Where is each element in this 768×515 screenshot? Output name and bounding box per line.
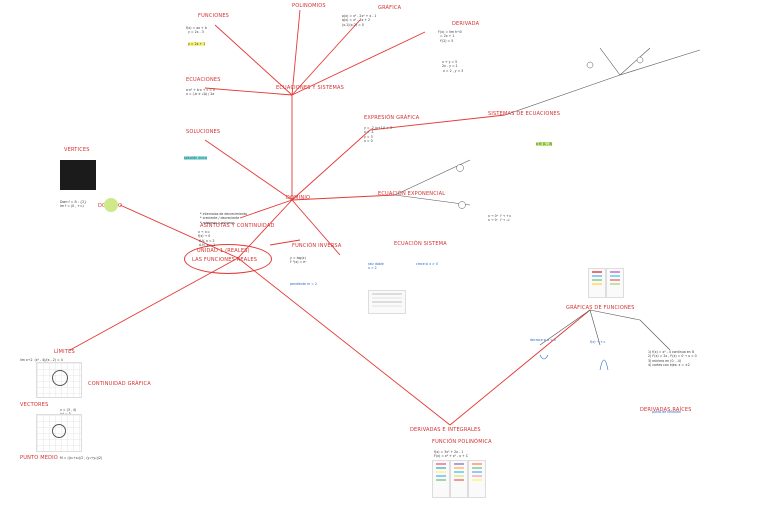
topic-graph: GRÁFICA (378, 5, 402, 11)
topic-vectors: VECTORES (20, 402, 49, 408)
blue-note-increasing: crece si x > 0 (416, 262, 438, 266)
note-limit: lim x→2 (x² - 4)/(x - 2) = 4 (20, 358, 63, 362)
note-midpoint: M = ((x₁+x₂)/2 , (y₁+y₂)/2) (60, 456, 103, 460)
note-functions: f(x) = ax + b y = 2x - 3 (186, 26, 207, 35)
topic-vertices: VERTICES (64, 147, 90, 153)
note-monotonicity: * intervalos de decrecimiento * crecient… (200, 212, 248, 225)
topic-solutions: SOLUCIONES (186, 129, 221, 135)
topic-equations: ECUACIONES (186, 77, 221, 83)
note-vertex-form: y = -2 (x+1)² + 3 x = -1 y = 3 x = 0 (364, 126, 392, 143)
topic-limits: LÍMITES (54, 349, 75, 355)
note-integral: f(x) = 3x² + 2x - 1 F(x) = x³ + x² - x +… (434, 450, 468, 459)
topic-inverse: FUNCIÓN INVERSA (292, 243, 342, 249)
graph-circle-upper (52, 370, 68, 386)
blue-note-inflection: punto de inflexión (652, 410, 681, 414)
central-title-line-2: LAS FUNCIONES REALES (192, 257, 258, 263)
graph-thumbnail-dark (60, 160, 96, 190)
highlight-interval: x ∈ (1 , 3) (536, 142, 553, 147)
note-quadratic: a·x² + b·x + c = 0 x = (-b ± √Δ) / 2a (186, 88, 215, 97)
note-asymptotes: x → ±∞ f(x) → 0 A.V. x = 2 A.H. y = 1 (198, 230, 216, 247)
topic-polynomials: POLINOMIOS (292, 3, 326, 9)
topic-graphic-expression: EXPRESIÓN GRÁFICA (364, 115, 420, 121)
note-analysis-steps: 1) f(x) = x² - 4 continua en ℝ 2) f'(x) … (648, 350, 697, 367)
hub-bottom: DERIVADAS E INTEGRALES (410, 427, 481, 433)
blue-note-infinity: f(x) → +∞ (590, 340, 606, 344)
table-sketch (368, 290, 406, 314)
note-log: y = log(x) f⁻¹(x) = eˣ (290, 256, 307, 265)
topic-midpoint: PUNTO MEDIO (20, 455, 58, 461)
note-polynomials: p(x) = x³ - 2x² + x - 1 q(x) = x² - 3x +… (342, 14, 377, 27)
slide-thumbnail-4 (450, 460, 468, 498)
slide-thumbnail-2 (606, 268, 624, 298)
topic-polynomial-function: FUNCIÓN POLINÓMICA (432, 439, 492, 445)
hub-right: SISTEMAS DE ECUACIONES (488, 111, 561, 117)
topic-asymptotes: ASÍNTOTAS Y CONTINUIDAD (200, 223, 275, 229)
central-topic (184, 244, 272, 274)
graph-grid-lower (36, 414, 82, 452)
blue-note-double-root: raíz doble x = 2 (368, 262, 384, 271)
sketch-green-circle (104, 198, 118, 212)
note-derivative: f'(x) = lim h→0 = 2x + 1 f'(2) = 5 (438, 30, 462, 43)
highlight-equation: y = 2x + 1 (188, 42, 206, 47)
slide-thumbnail-1 (588, 268, 606, 298)
graph-grid-upper (36, 362, 82, 398)
topic-function-graphs: GRÁFICAS DE FUNCIONES (566, 305, 635, 311)
topic-system: ECUACIÓN SISTEMA (394, 241, 447, 247)
hub-mid: DOMINIO (286, 195, 311, 201)
hub-top: ECUACIONES Y SISTEMAS (276, 85, 344, 91)
central-title-line-1: UNIDAD 1 (REALES) (197, 248, 250, 254)
slide-thumbnail-5 (468, 460, 486, 498)
graph-circle-lower (52, 424, 66, 438)
topic-functions: FUNCIONES (198, 13, 230, 19)
slide-thumbnail-3 (432, 460, 450, 498)
blue-note-decreasing: decrece si x < 0 (530, 338, 556, 342)
topic-derivative: DERIVADA (452, 21, 480, 27)
highlight-unique-solution: solución única (184, 156, 207, 161)
note-system: x + y = 5 2x - y = 1 x = 2 , y = 3 (442, 60, 464, 73)
blue-note-slope: pendiente m = 2 (290, 282, 317, 286)
topic-exponential: ECUACIÓN EXPONENCIAL (378, 191, 446, 197)
note-lateral-limits: x → 0⁺ f → +∞ x → 0⁻ f → -∞ (488, 214, 512, 223)
topic-continuity: CONTINUIDAD GRÁFICA (88, 381, 151, 387)
topic-roots: DERIVADAS RAÍCES (640, 407, 692, 413)
note-domain: Dom f = ℝ - {2} Im f = (0 , +∞) (60, 200, 87, 209)
